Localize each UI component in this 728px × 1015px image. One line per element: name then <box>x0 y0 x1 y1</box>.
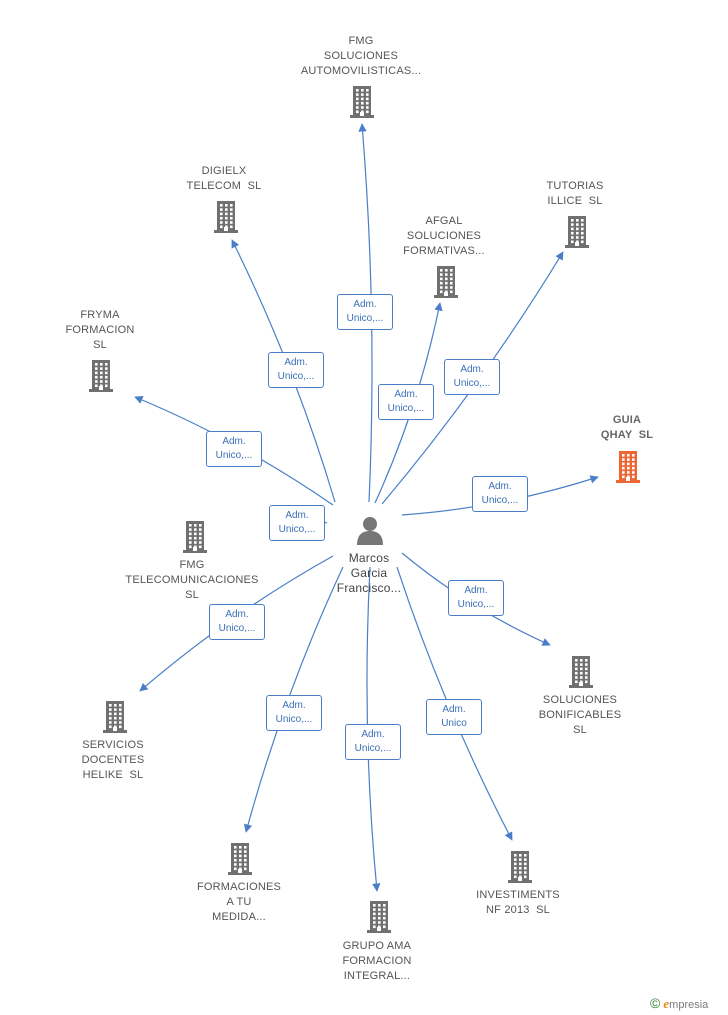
role-label-fmg-solauto[interactable]: Adm. Unico,... <box>337 294 393 330</box>
building-icon[interactable] <box>564 214 590 253</box>
role-label-servicios[interactable]: Adm. Unico,... <box>209 604 265 640</box>
building-icon[interactable] <box>102 699 128 738</box>
company-label-fryma[interactable]: FRYMA FORMACION SL <box>65 309 135 351</box>
company-label-grupo-ama[interactable]: GRUPO AMA FORMACION INTEGRAL... <box>342 940 412 982</box>
role-label-formaciones[interactable]: Adm. Unico,... <box>266 695 322 731</box>
center-person-name[interactable]: Marcos Garcia Francisco... <box>336 551 402 595</box>
role-label-guia[interactable]: Adm. Unico,... <box>472 476 528 512</box>
person-icon <box>357 517 383 545</box>
company-label-soluciones[interactable]: SOLUCIONES BONIFICABLES SL <box>538 694 622 736</box>
company-label-servicios[interactable]: SERVICIOS DOCENTES HELIKE SL <box>81 739 145 781</box>
building-icon[interactable] <box>366 899 392 938</box>
company-label-afgal[interactable]: AFGAL SOLUCIONES FORMATIVAS... <box>403 215 485 257</box>
company-label-investments[interactable]: INVESTIMENTS NF 2013 SL <box>476 889 560 916</box>
role-label-afgal[interactable]: Adm. Unico,... <box>378 384 434 420</box>
company-label-tutorias[interactable]: TUTORIAS ILLICE SL <box>546 180 604 207</box>
role-label-tutorias[interactable]: Adm. Unico,... <box>444 359 500 395</box>
company-label-guia[interactable]: GUIA QHAY SL <box>600 414 654 441</box>
role-label-investments[interactable]: Adm. Unico <box>426 699 482 735</box>
role-label-digielx[interactable]: Adm. Unico,... <box>268 352 324 388</box>
building-icon[interactable] <box>615 449 641 488</box>
company-label-fmg-tele[interactable]: FMG TELECOMUNICACIONES SL <box>125 559 259 601</box>
company-label-formaciones[interactable]: FORMACIONES A TU MEDIDA... <box>196 881 282 923</box>
role-label-soluciones[interactable]: Adm. Unico,... <box>448 580 504 616</box>
building-icon[interactable] <box>507 849 533 888</box>
building-icon[interactable] <box>88 358 114 397</box>
building-icon[interactable] <box>349 84 375 123</box>
company-label-digielx[interactable]: DIGIELX TELECOM SL <box>186 165 262 192</box>
building-icon[interactable] <box>568 654 594 693</box>
company-label-fmg-solauto[interactable]: FMG SOLUCIONES AUTOMOVILISTICAS... <box>300 35 422 77</box>
building-icon[interactable] <box>213 199 239 238</box>
building-icon[interactable] <box>182 519 208 558</box>
building-icon[interactable] <box>433 264 459 303</box>
role-label-fmg-tele[interactable]: Adm. Unico,... <box>269 505 325 541</box>
building-icon[interactable] <box>227 841 253 880</box>
role-label-fryma[interactable]: Adm. Unico,... <box>206 431 262 467</box>
role-label-grupo-ama[interactable]: Adm. Unico,... <box>345 724 401 760</box>
empresia-logo: © empresia <box>650 995 709 1011</box>
